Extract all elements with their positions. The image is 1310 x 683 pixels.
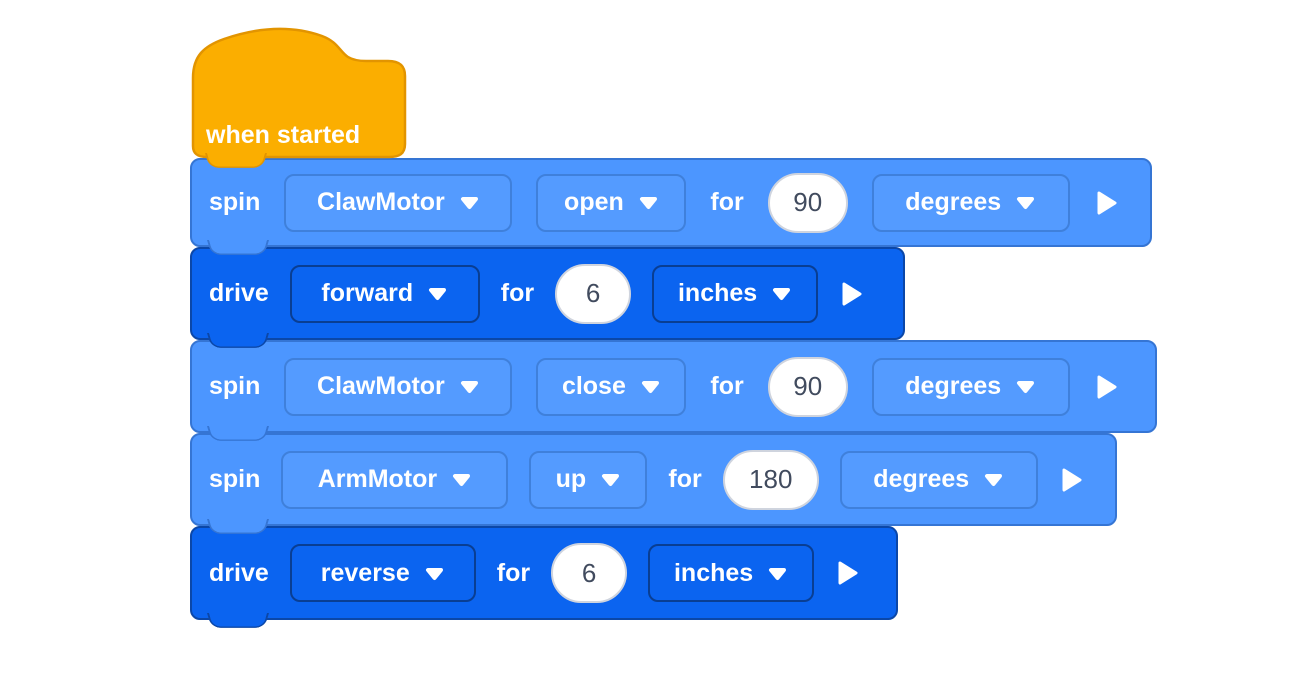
dropdown-value: ClawMotor [317, 372, 445, 400]
value-text: 6 [585, 278, 601, 308]
dropdown-arrow-icon [641, 381, 659, 393]
dropdown-value: reverse [320, 558, 410, 587]
for-label: for [496, 558, 531, 587]
value-text: 90 [793, 187, 823, 217]
block-tab [207, 240, 269, 255]
dropdown-value: ClawMotor [317, 188, 445, 216]
drive-forward-block[interactable]: drive forward for 6 inches [190, 247, 905, 348]
dropdown-arrow-icon [1017, 197, 1035, 209]
dropdown-value: degrees [905, 372, 1002, 400]
for-label: for [710, 188, 744, 216]
for-label: for [710, 372, 744, 400]
block-keyword: drive [209, 279, 269, 307]
value-text: 90 [793, 371, 823, 401]
dropdown-value: inches [673, 558, 754, 587]
value-text: 6 [581, 557, 597, 588]
hat-shape [191, 27, 407, 159]
dropdown-value: inches [677, 279, 758, 307]
dropdown-arrow-icon [429, 288, 447, 300]
dropdown-value: ArmMotor [317, 465, 438, 493]
block-keyword: drive [209, 558, 269, 587]
block-tab [205, 153, 267, 168]
play-icon[interactable] [835, 558, 861, 588]
dropdown-arrow-icon [602, 474, 620, 486]
value-input[interactable]: 6 [555, 263, 632, 324]
direction-dropdown[interactable]: open [536, 173, 687, 232]
dropdown-value: forward [321, 279, 414, 307]
block-tab [207, 519, 269, 534]
dropdown-arrow-icon [769, 567, 787, 580]
value-input[interactable]: 90 [767, 172, 848, 233]
unit-dropdown[interactable]: degrees [839, 450, 1038, 509]
unit-dropdown[interactable]: inches [652, 264, 819, 323]
direction-dropdown[interactable]: up [529, 450, 648, 509]
play-icon[interactable] [1094, 372, 1120, 402]
unit-dropdown[interactable]: degrees [871, 173, 1070, 232]
hat-label: when started [206, 121, 361, 149]
motor-dropdown[interactable]: ClawMotor [284, 173, 513, 232]
play-icon[interactable] [1059, 465, 1085, 495]
for-label: for [500, 279, 535, 307]
dropdown-arrow-icon [460, 197, 478, 209]
block-keyword: spin [209, 465, 261, 493]
direction-dropdown[interactable]: forward [289, 264, 480, 323]
block-tab [207, 426, 269, 441]
dropdown-arrow-icon [1017, 381, 1035, 393]
spin-claw-close-block[interactable]: spin ClawMotor close for 90 degrees [190, 340, 1157, 441]
unit-dropdown[interactable]: inches [648, 544, 815, 602]
block-tab [207, 613, 269, 628]
dropdown-arrow-icon [425, 567, 443, 580]
play-icon[interactable] [1094, 188, 1120, 218]
dropdown-value: open [564, 188, 624, 216]
dropdown-arrow-icon [773, 288, 791, 300]
block-tab [207, 333, 269, 348]
dropdown-arrow-icon [639, 197, 657, 209]
dropdown-value: close [561, 372, 626, 400]
when-started-block[interactable]: when started [190, 26, 408, 168]
play-icon[interactable] [839, 279, 865, 309]
motor-dropdown[interactable]: ClawMotor [284, 357, 513, 416]
dropdown-value: degrees [905, 188, 1002, 216]
drive-reverse-block[interactable]: drive reverse for 6 inches [190, 526, 898, 628]
motor-dropdown[interactable]: ArmMotor [281, 450, 509, 509]
spin-claw-open-block[interactable]: spin ClawMotor open for 90 degrees [190, 158, 1152, 255]
direction-dropdown[interactable]: close [536, 357, 687, 416]
value-input[interactable]: 90 [767, 356, 848, 417]
value-input[interactable]: 180 [722, 449, 819, 510]
value-input[interactable]: 6 [551, 543, 628, 603]
dropdown-value: degrees [873, 465, 970, 493]
dropdown-arrow-icon [453, 474, 471, 486]
block-keyword: spin [209, 372, 261, 400]
for-label: for [668, 465, 702, 493]
value-text: 180 [749, 464, 793, 494]
dropdown-arrow-icon [460, 381, 478, 393]
block-keyword: spin [209, 188, 261, 216]
unit-dropdown[interactable]: degrees [871, 357, 1070, 416]
spin-arm-up-block[interactable]: spin ArmMotor up for 180 degrees [190, 433, 1117, 534]
dropdown-value: up [555, 465, 587, 493]
direction-dropdown[interactable]: reverse [289, 544, 476, 602]
dropdown-arrow-icon [985, 474, 1003, 486]
